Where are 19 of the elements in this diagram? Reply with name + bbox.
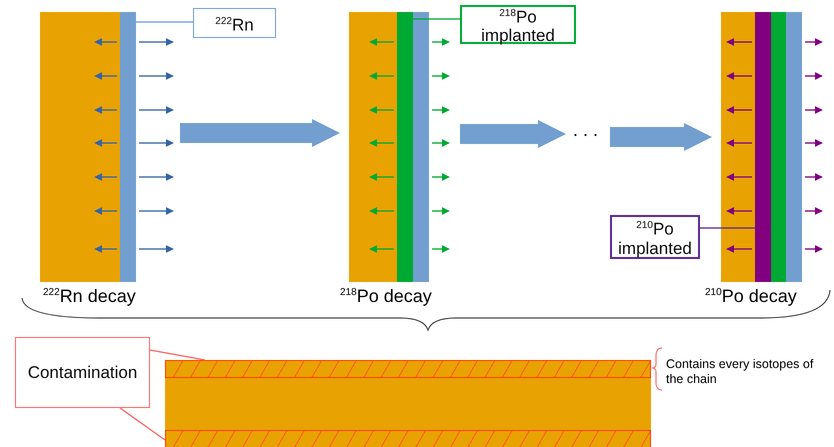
leader-line — [413, 18, 460, 20]
note-text: Contains every isotopes of the chain — [666, 357, 814, 387]
callout-box: $^{222}$Rn — [193, 8, 276, 38]
callout-box: Contamination — [15, 337, 150, 408]
leader-line — [136, 21, 193, 23]
leader-line — [150, 349, 206, 361]
leader-line — [120, 407, 166, 441]
callout-box: $^{210}$Po implanted — [610, 215, 700, 259]
ellipsis-text: ... — [566, 120, 610, 142]
substrate-slab — [165, 360, 651, 447]
block-arrow — [180, 119, 340, 147]
hatched-layer — [165, 360, 651, 378]
callout-box: $^{218}$Po implanted — [460, 5, 576, 44]
stage-label: $^{210}$Po decay — [705, 286, 797, 307]
block-arrow — [460, 120, 566, 148]
leader-line — [700, 227, 755, 229]
stage-label: $^{222}$Rn decay — [43, 286, 136, 307]
block-arrow — [610, 123, 712, 151]
stage-label: $^{218}$Po decay — [340, 286, 432, 307]
